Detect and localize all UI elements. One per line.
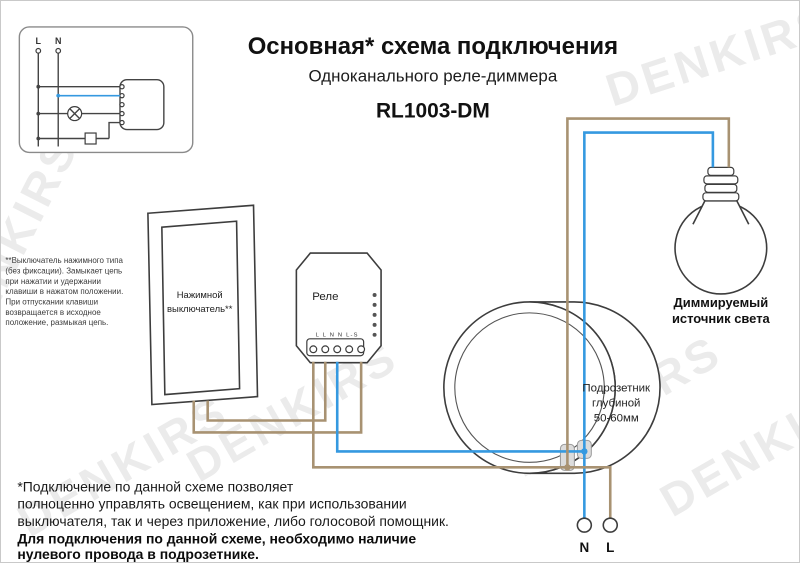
mains-terminals: N L: [576, 517, 619, 555]
bulb-label-line1: Диммируемый: [674, 295, 769, 310]
inset-pin: [119, 84, 125, 90]
inset-pin: [119, 119, 125, 126]
mounting-box: [443, 301, 661, 475]
bulb-neck-fill: [692, 200, 749, 225]
bulb-thread: [703, 175, 739, 185]
switch-key: [161, 220, 241, 396]
relay-live-wire: [312, 361, 612, 519]
bottom-note-bold-line: Для подключения по данной схеме, необход…: [17, 531, 416, 547]
footnote-line: При отпускании клавиши: [5, 298, 98, 307]
inset-l-terminal: [35, 47, 42, 54]
relay-neutral-wire: [335, 361, 586, 519]
mains-live-terminal: [602, 517, 619, 533]
footnote-line: **Выключатель нажимного типа: [5, 256, 123, 265]
dimmable-bulb: [674, 166, 768, 295]
inset-junction: [36, 111, 41, 116]
bulb-label-line2: источник света: [672, 311, 771, 326]
inset-n-terminal: [55, 47, 62, 54]
wiring: [192, 117, 731, 519]
switch-label-line2: выключатель**: [167, 304, 233, 315]
relay-body: [295, 252, 382, 364]
inset-pin: [119, 92, 125, 99]
switch-symbol-icon: [84, 132, 97, 145]
relay-terminal: [333, 345, 342, 354]
relay-terminal: [345, 345, 354, 354]
relay-label: Реле: [312, 291, 338, 303]
relay-terminal: [309, 345, 318, 354]
relay-side-pin: [372, 332, 377, 337]
footnote-line: (без фиксации). Замыкает цепь: [5, 266, 122, 275]
bottom-note-line: *Подключение по данной схеме позволяет: [17, 478, 293, 494]
switch-sense-wire: [192, 361, 363, 434]
page-subtitle: Одноканального реле-диммера: [309, 67, 558, 86]
mounting-box-label-line1: Подрозетник: [582, 383, 651, 395]
relay-terminal: [321, 345, 330, 354]
model-number: RL1003-DM: [376, 100, 490, 123]
neutral-junction-dot: [581, 448, 588, 455]
relay-module: Реле L L N N L-S: [295, 252, 382, 364]
inset-schematic: L N: [18, 26, 194, 154]
relay-side-pin: [372, 312, 377, 317]
inset-relay-module: [119, 79, 165, 131]
relay-side-pin: [372, 322, 377, 327]
inset-pin: [119, 110, 125, 117]
relay-side-pin: [372, 302, 377, 307]
bulb-neutral-wire: [583, 131, 715, 452]
header: Основная* схема подключения Одноканально…: [248, 33, 618, 123]
inset-pin: [119, 101, 125, 108]
mains-neutral-terminal: [576, 517, 593, 533]
mounting-box-label-line2: глубиной: [592, 398, 640, 410]
component-labels: Подрозетник глубиной 50-60мм Диммируемый…: [582, 295, 770, 425]
inset-junction: [36, 136, 41, 141]
bulb-thread: [704, 183, 738, 193]
inset-neutral-junction: [56, 93, 61, 98]
bottom-note-line: выключателя, так и через приложение, либ…: [17, 513, 449, 529]
mounting-box-rim: [443, 301, 617, 475]
mains-live-label: L: [606, 540, 614, 555]
push-switch: Нажимной выключатель**: [147, 204, 259, 406]
footnote-line: клавиши в нажатом положении.: [5, 287, 123, 296]
mains-neutral-label: N: [579, 540, 589, 555]
switch-footnote: **Выключатель нажимного типа (без фиксац…: [5, 256, 123, 327]
inset-n-label: N: [55, 36, 61, 46]
bottom-note-bold-line: нулевого провода в подрозетнике.: [17, 546, 259, 562]
page-title: Основная* схема подключения: [248, 33, 618, 60]
bottom-note: *Подключение по данной схеме позволяет п…: [17, 478, 449, 562]
bulb-thread: [702, 192, 740, 202]
inset-switch-wire-2: [96, 121, 120, 140]
bulb-thread: [707, 166, 735, 176]
inset-l-label: L: [36, 36, 42, 46]
relay-pin-labels: L L N N L-S: [316, 332, 359, 338]
bulb-live-wire: [566, 117, 731, 468]
lamp-symbol-cross: [69, 108, 81, 119]
relay-terminal: [357, 345, 366, 354]
footnote-line: возвращается в исходное: [5, 308, 101, 317]
footnote-line: положение, размыкая цепь.: [5, 318, 108, 327]
footnote-line: при нажатии и удержании: [5, 277, 101, 286]
switch-label-line1: Нажимной: [177, 290, 223, 301]
mounting-box-label-line3: 50-60мм: [594, 413, 639, 425]
inset-live-junction: [36, 84, 41, 89]
relay-side-pin: [372, 292, 377, 297]
switch-live-wire: [206, 361, 327, 422]
bottom-note-line: полноценно управлять освещением, как при…: [17, 496, 406, 512]
inset-frame: [18, 26, 194, 154]
watermark-text: DENKIRS: [600, 1, 799, 116]
live-junction-dot: [564, 464, 571, 471]
mounting-box-inner-rim: [454, 312, 605, 463]
